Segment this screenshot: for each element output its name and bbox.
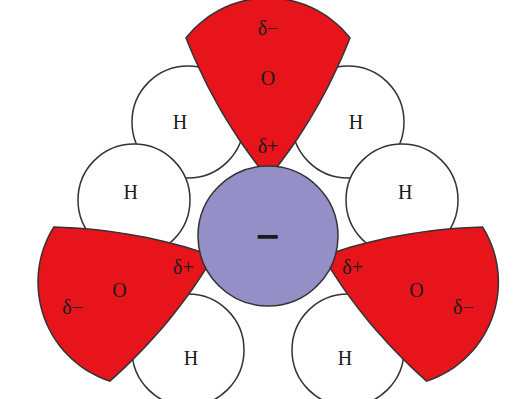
atom-symbol: H (173, 112, 187, 132)
atom-symbol: H (349, 112, 363, 132)
ion-charge: − (255, 220, 282, 252)
anion: − (198, 166, 338, 306)
partial-charge: δ+ (342, 257, 363, 277)
oxygen-atom: δ− Oδ+ (184, 0, 352, 180)
atom-symbol: H (124, 182, 138, 202)
atom-symbol: O (112, 280, 126, 300)
atom-symbol: H (338, 348, 352, 368)
ion-shape (198, 166, 338, 306)
oxygen-atom: δ− Oδ+ (36, 225, 215, 383)
hydrogen-shape (132, 294, 244, 399)
atom-symbol: O (261, 68, 275, 88)
atom-symbol: H (398, 182, 412, 202)
partial-charge: δ+ (173, 257, 194, 277)
hydrogen-shape (292, 294, 404, 399)
atom-symbol: H (184, 348, 198, 368)
partial-charge: δ− (453, 297, 474, 317)
partial-charge: δ− (62, 297, 83, 317)
partial-charge: δ+ (258, 136, 279, 156)
atom-symbol: O (409, 280, 423, 300)
oxygen-atom: δ− Oδ+ (321, 225, 500, 383)
partial-charge: δ− (258, 18, 279, 38)
